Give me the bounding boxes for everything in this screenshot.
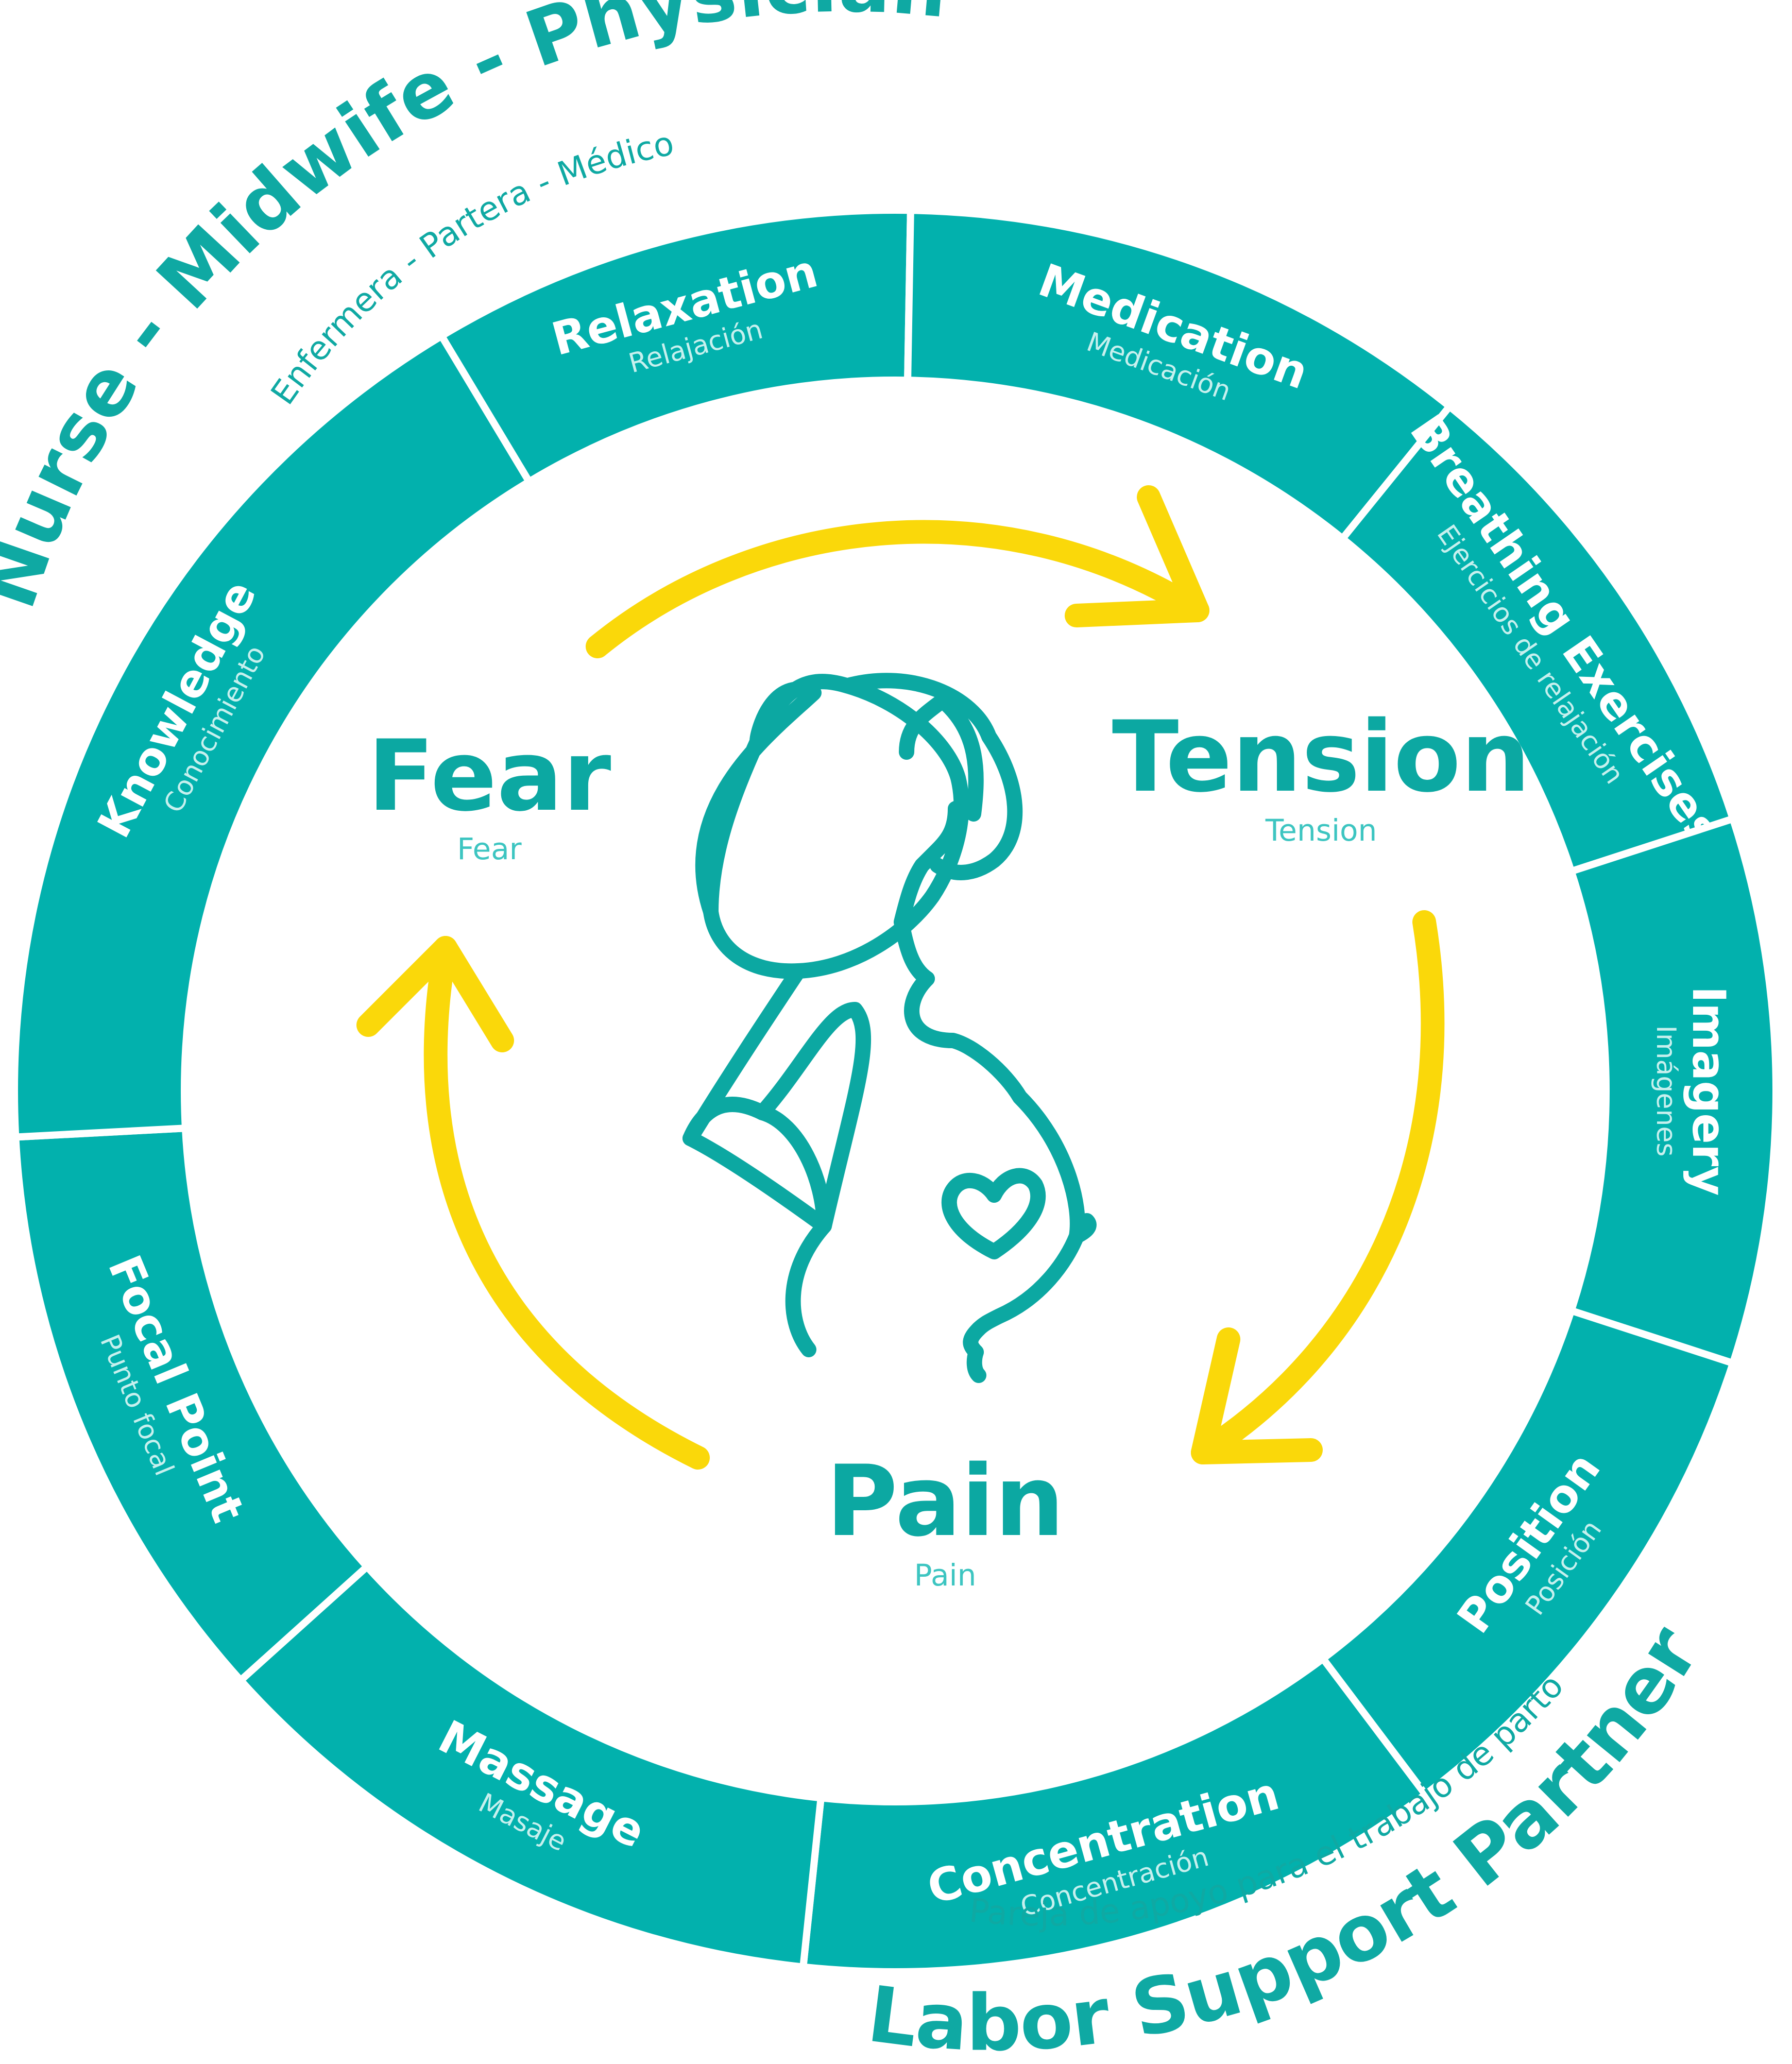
- pain-label: Pain: [826, 1444, 1065, 1558]
- arrow-tension-to-pain: [1191, 910, 1445, 1464]
- segment-name: Imagery: [1682, 986, 1735, 1196]
- segment-name-es: Imágenes: [1650, 1026, 1681, 1157]
- pregnant-woman-icon: [682, 673, 1097, 1383]
- arrowhead-tension-to-pain: [1191, 1327, 1323, 1464]
- cycle-labels: Fear Fear Tension Tension Pain Pain: [368, 700, 1531, 1593]
- arrowhead-pain-to-fear: [356, 936, 514, 1052]
- ring-segment: [11, 331, 534, 1141]
- heart-icon: [941, 1168, 1046, 1259]
- arrow-fear-to-tension: [586, 520, 1209, 658]
- tension-label: Tension: [1112, 700, 1531, 814]
- arrowhead-fear-to-tension: [1065, 485, 1209, 627]
- cycle-arrows: [356, 485, 1445, 1470]
- pain-sublabel: Pain: [914, 1558, 977, 1593]
- fear-label: Fear: [368, 719, 611, 833]
- fear-sublabel: Fear: [457, 831, 521, 866]
- arrow-pain-to-fear: [423, 936, 710, 1470]
- tension-sublabel: Tension: [1265, 813, 1377, 848]
